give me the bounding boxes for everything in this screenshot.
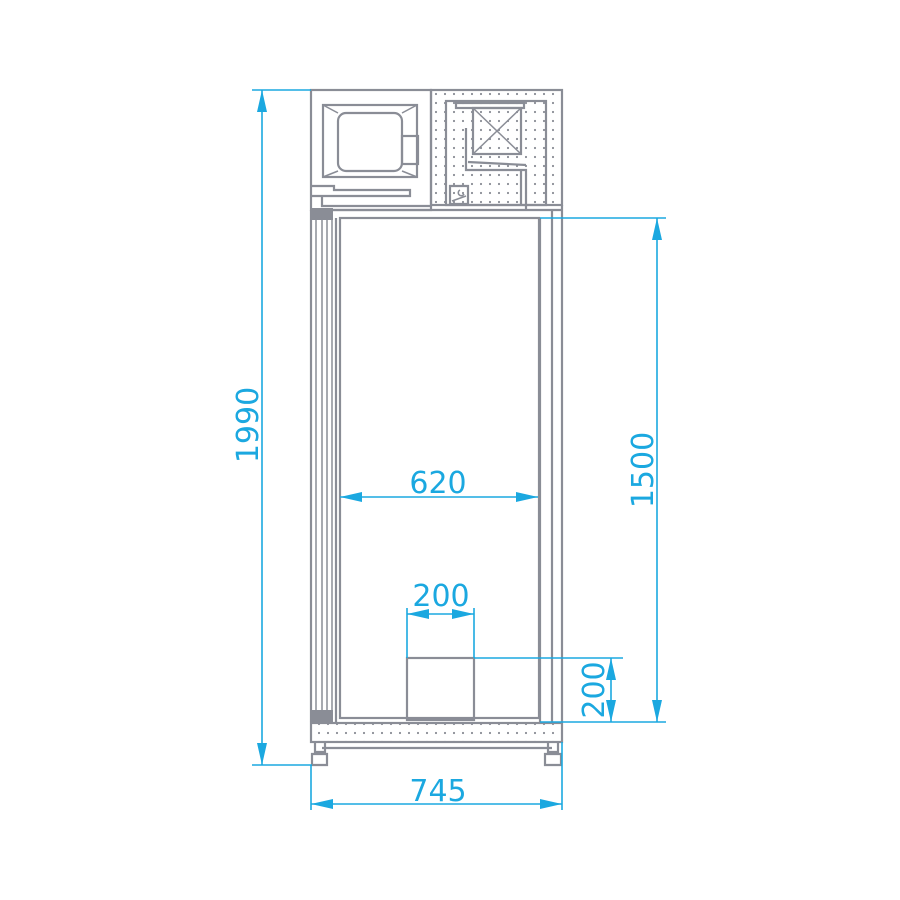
dimension-interior-width: 620 <box>340 466 538 502</box>
dimension-total-height: 1990 <box>231 89 312 766</box>
total-width-label: 745 <box>409 774 466 809</box>
door-frame <box>311 208 333 722</box>
dimension-interior-height: 1500 <box>540 217 666 723</box>
total-height-label: 1990 <box>231 387 266 463</box>
cabinet-body <box>309 205 564 722</box>
compressor-icon <box>321 103 420 179</box>
dimension-box-height: 200 <box>474 657 623 722</box>
top-unit <box>309 88 564 212</box>
dimension-box-width: 200 <box>406 579 475 658</box>
dimension-total-width: 745 <box>310 742 563 810</box>
cabinet-base <box>309 721 564 767</box>
fan-icon <box>471 106 523 156</box>
sample-box <box>405 656 476 722</box>
box-width-label: 200 <box>412 579 469 614</box>
interior-height-label: 1500 <box>626 432 661 508</box>
box-height-label: 200 <box>577 661 612 718</box>
interior-width-label: 620 <box>409 466 466 501</box>
